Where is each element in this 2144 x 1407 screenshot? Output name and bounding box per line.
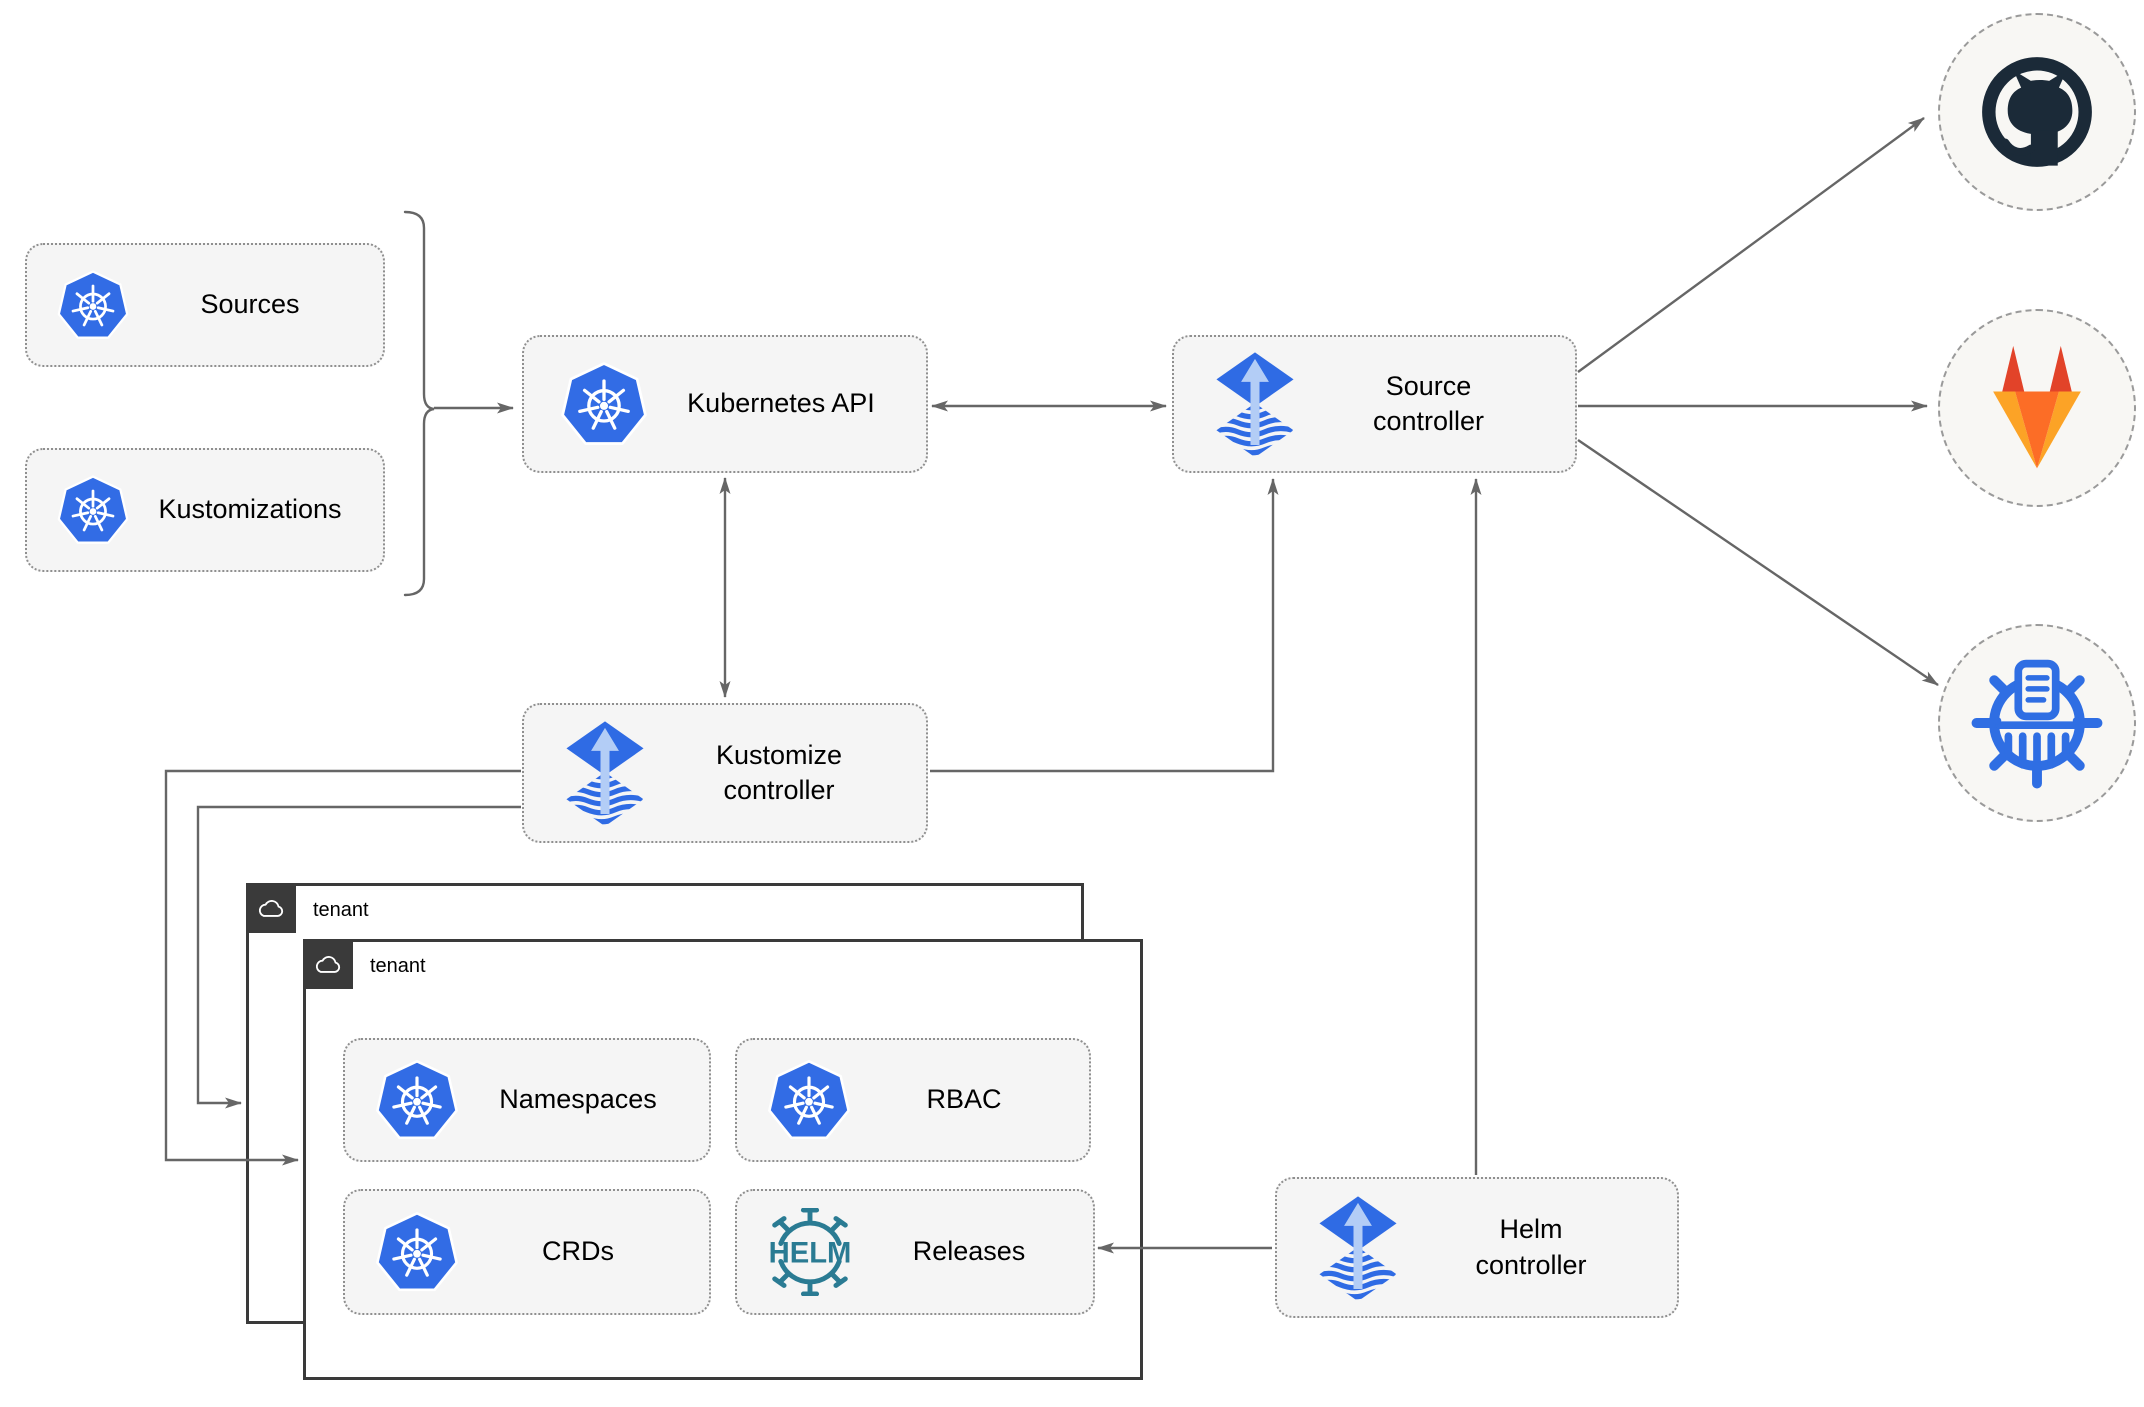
helm-icon <box>761 1208 859 1296</box>
rbac-node: RBAC <box>735 1038 1091 1162</box>
gitlab-endpoint <box>1938 309 2136 507</box>
flux-icon <box>1214 350 1296 458</box>
connector-source-to-kustomize-endpoint <box>1577 439 1939 686</box>
node-label: Namespaces <box>499 1084 657 1115</box>
node-label: CRDs <box>542 1236 614 1267</box>
kubernetes-icon <box>373 1056 461 1144</box>
connector-source-to-github <box>1577 117 1925 373</box>
node-label: Sources <box>200 289 300 320</box>
brace-sources-group <box>403 210 435 597</box>
tenant-front-tab <box>303 939 353 989</box>
kustomize-controller-node: Kustomize controller <box>522 703 928 843</box>
kubernetes-icon <box>55 472 131 548</box>
kubernetes-icon <box>373 1208 461 1296</box>
source-controller-node: Source controller <box>1172 335 1577 473</box>
sources-node: Sources <box>25 243 385 367</box>
kubernetes-icon <box>55 267 131 343</box>
node-label: Source controller <box>1372 370 1485 436</box>
node-label: RBAC <box>926 1084 1002 1115</box>
kustomizations-node: Kustomizations <box>25 448 385 572</box>
tenant-back-label: tenant <box>313 899 369 921</box>
kubernetes-icon <box>558 358 650 450</box>
kubernetes-api-node: Kubernetes API <box>522 335 928 473</box>
tenant-back-tab <box>246 883 296 933</box>
flux-icon <box>564 719 646 827</box>
kustomize-shredder-wheel-icon <box>1971 657 2103 789</box>
tenant-container-front: tenant Namespaces RBAC CRDs Releases <box>303 939 1143 1380</box>
cloud-icon <box>313 954 343 975</box>
node-label: Kubernetes API <box>687 388 875 419</box>
github-endpoint <box>1938 13 2136 211</box>
node-label: Helm controller <box>1475 1214 1587 1280</box>
kubernetes-icon <box>765 1056 853 1144</box>
node-label: Releases <box>912 1236 1026 1267</box>
github-octocat-icon <box>1976 51 2098 173</box>
releases-node: Releases <box>735 1189 1095 1315</box>
gitlab-fox-icon <box>1969 344 2105 472</box>
tenant-front-label: tenant <box>370 955 426 977</box>
node-label: Kustomize controller <box>715 739 843 805</box>
flux-icon <box>1317 1194 1399 1302</box>
crds-node: CRDs <box>343 1189 711 1315</box>
cloud-icon <box>256 898 286 919</box>
node-label: Kustomizations <box>158 494 342 525</box>
helm-controller-node: Helm controller <box>1275 1177 1679 1318</box>
kustomize-endpoint <box>1938 624 2136 822</box>
connector-kustomize-to-source-controller <box>930 478 1279 773</box>
namespaces-node: Namespaces <box>343 1038 711 1162</box>
